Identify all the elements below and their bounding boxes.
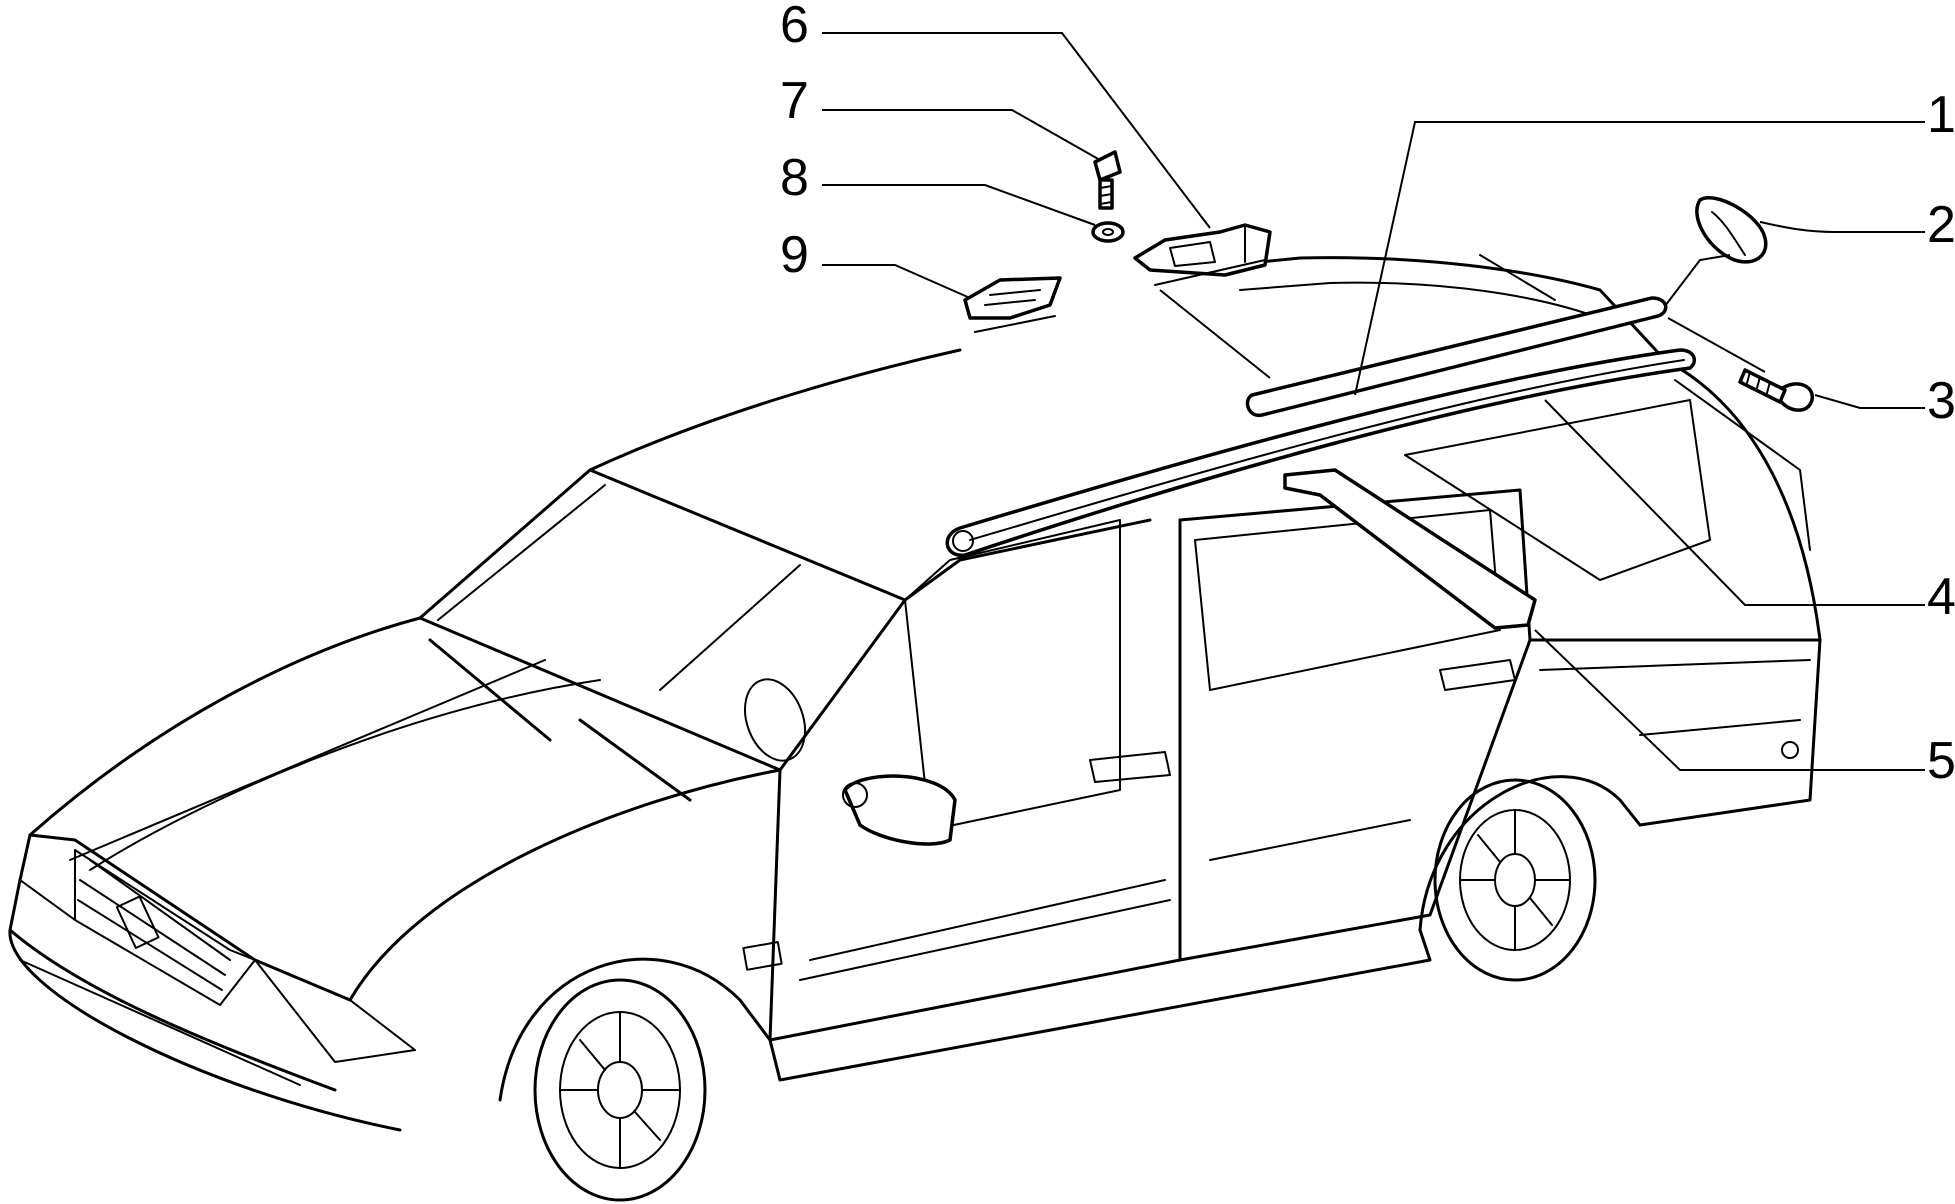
callout-9: 9 — [780, 226, 809, 284]
callout-2: 2 — [1927, 196, 1955, 254]
part-6-bracket — [1133, 223, 1272, 286]
callout-labels: 6 7 8 9 1 2 3 4 5 — [780, 0, 1955, 790]
part-7-bolt — [1093, 150, 1122, 210]
callout-1: 1 — [1927, 86, 1955, 144]
part-4-roof-moulding — [945, 348, 1697, 557]
part-3-screw — [1738, 368, 1814, 412]
callout-4: 4 — [1927, 568, 1955, 626]
part-8-washer — [1091, 221, 1125, 243]
part-9-clip — [963, 276, 1062, 333]
callout-7: 7 — [780, 72, 809, 130]
callout-8: 8 — [780, 149, 809, 207]
callout-3: 3 — [1927, 372, 1955, 430]
leader-lines — [822, 32, 1925, 771]
callout-6: 6 — [780, 0, 809, 54]
part-2-end-cap — [1695, 196, 1768, 264]
car-body — [8, 254, 1822, 1202]
callout-5: 5 — [1927, 732, 1955, 790]
part-5-pillar-trim — [1283, 468, 1537, 630]
part-1-roof-rail-cover — [1245, 296, 1668, 417]
